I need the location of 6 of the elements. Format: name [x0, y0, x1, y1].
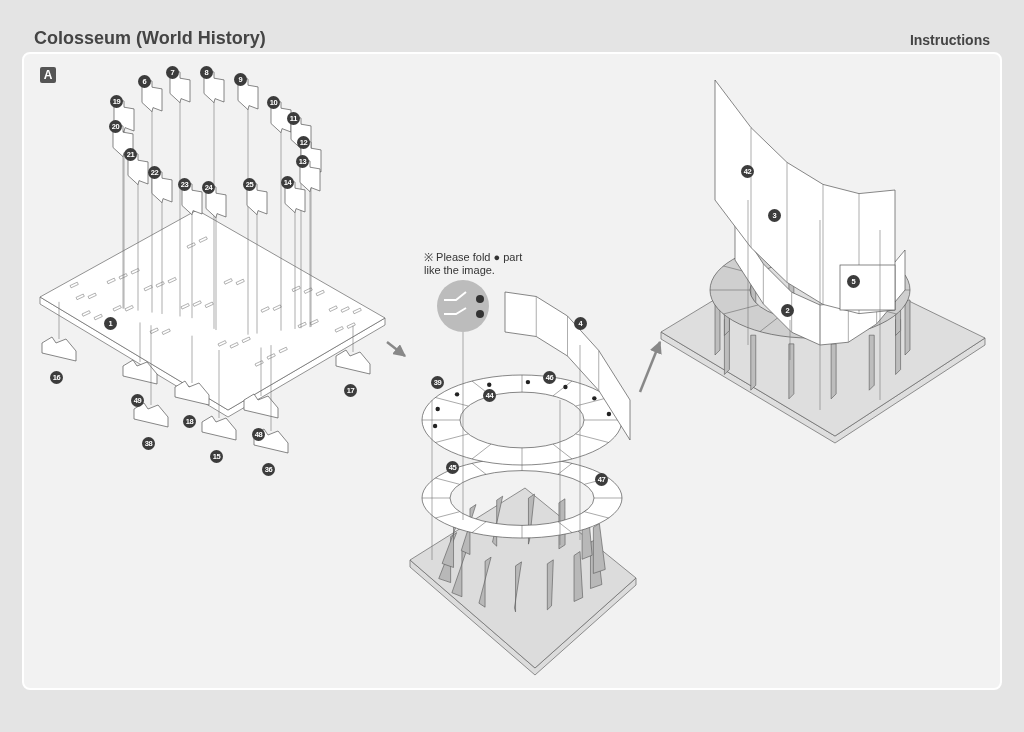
title: Colosseum (World History) — [34, 28, 266, 49]
step-arrow — [638, 340, 662, 393]
section-heading: Instructions — [909, 32, 990, 48]
step-arrow — [386, 341, 406, 357]
note-text: ※ Please fold ● part like the image. — [424, 251, 524, 277]
step-letter: A — [40, 67, 56, 83]
